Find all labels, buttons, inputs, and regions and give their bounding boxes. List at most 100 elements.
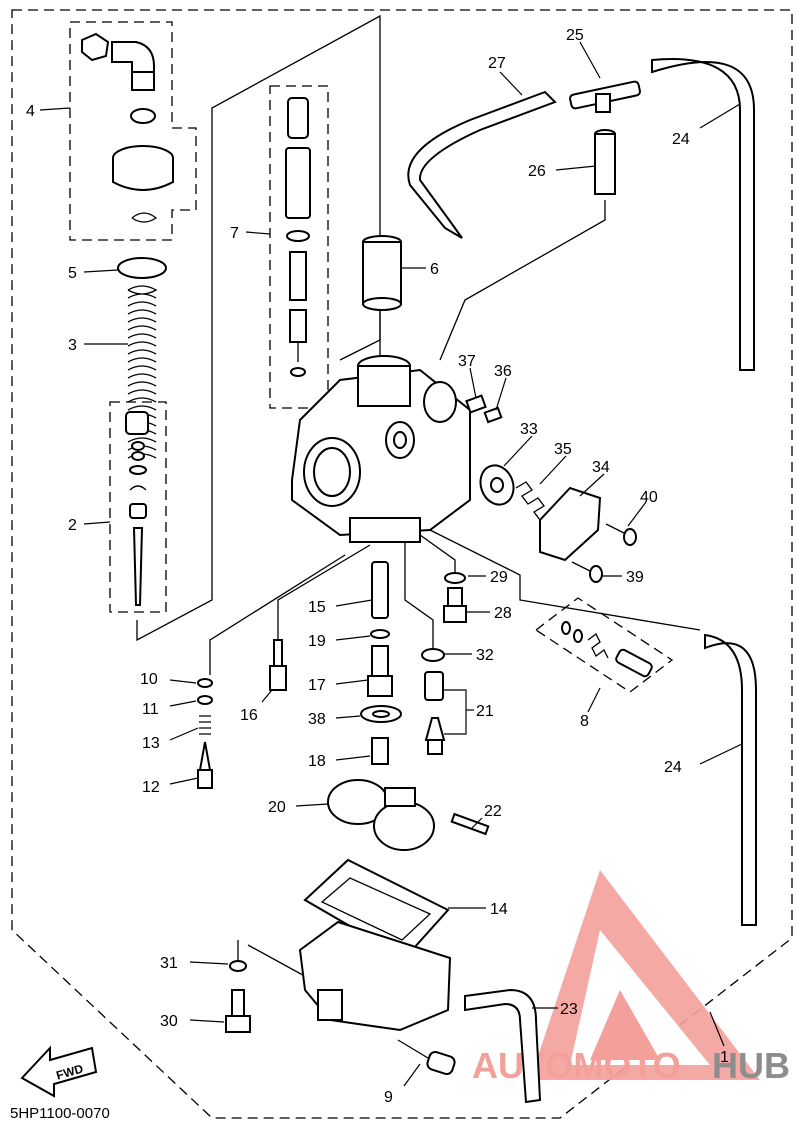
group-7-box xyxy=(269,85,329,409)
label-13: 13 xyxy=(142,735,160,752)
part-37-screw[interactable] xyxy=(465,394,487,414)
label-22: 22 xyxy=(484,803,502,820)
part-18-main-jet[interactable] xyxy=(371,737,389,765)
guide-line-32 xyxy=(404,540,434,648)
fwd-arrow: FWD xyxy=(20,1045,98,1098)
label-16: 16 xyxy=(240,707,258,724)
guide-line-15 xyxy=(277,544,371,640)
label-12: 12 xyxy=(142,779,160,796)
part-27-hose[interactable] xyxy=(407,90,557,239)
part-4-starter-cap[interactable] xyxy=(81,32,174,223)
label-38: 38 xyxy=(308,711,326,728)
part-7-starter-plunger[interactable] xyxy=(285,97,311,377)
diagram-code: 5HP1100-0070 xyxy=(10,1105,110,1122)
label-29: 29 xyxy=(490,569,508,586)
part-29-washer[interactable] xyxy=(444,572,466,584)
label-8: 8 xyxy=(580,713,589,730)
guide-line-float xyxy=(409,519,701,631)
guide-line-hose26 xyxy=(439,200,606,361)
label-1: 1 xyxy=(720,1049,729,1066)
label-10: 10 xyxy=(140,671,158,688)
label-36: 36 xyxy=(494,363,512,380)
label-9: 9 xyxy=(384,1089,393,1106)
label-27: 27 xyxy=(488,55,506,72)
label-15: 15 xyxy=(308,599,326,616)
part-2-jet-needle[interactable] xyxy=(125,411,149,606)
frame-outline xyxy=(11,9,793,1119)
part-24-vent-hose-upper[interactable] xyxy=(651,58,755,371)
part-10-oring[interactable] xyxy=(197,678,213,688)
part-31-washer[interactable] xyxy=(229,960,247,972)
label-31: 31 xyxy=(160,955,178,972)
label-21: 21 xyxy=(476,703,494,720)
part-38-washer[interactable] xyxy=(360,705,402,723)
part-24-vent-hose-lower[interactable] xyxy=(704,633,757,926)
part-17-main-jet-holder[interactable] xyxy=(367,645,393,697)
label-4: 4 xyxy=(26,103,35,120)
part-39-screw[interactable] xyxy=(571,561,603,583)
label-40: 40 xyxy=(640,489,658,506)
label-28: 28 xyxy=(494,605,512,622)
label-6: 6 xyxy=(430,261,439,278)
part-15-needle-jet[interactable] xyxy=(371,561,389,619)
label-33: 33 xyxy=(520,421,538,438)
label-3: 3 xyxy=(68,337,77,354)
guide-line-29 xyxy=(419,534,456,575)
part-32-oring[interactable] xyxy=(421,648,445,662)
guide-line-jets xyxy=(209,554,346,675)
label-14: 14 xyxy=(490,901,508,918)
part-8-air-screw-set[interactable] xyxy=(561,621,653,678)
part-5-gasket[interactable] xyxy=(117,257,167,279)
label-5: 5 xyxy=(68,265,77,282)
part-40-screw[interactable] xyxy=(605,523,637,546)
label-24a: 24 xyxy=(672,131,690,148)
part-12-pilot-screw[interactable] xyxy=(197,741,213,789)
label-17: 17 xyxy=(308,677,326,694)
part-13-spring[interactable] xyxy=(199,715,211,735)
label-37: 37 xyxy=(458,353,476,370)
label-32: 32 xyxy=(476,647,494,664)
carburetor-body[interactable] xyxy=(291,355,471,543)
part-6-slide[interactable] xyxy=(362,235,402,311)
guide-line-slide xyxy=(339,300,381,361)
part-23-drain-hose[interactable] xyxy=(464,988,542,1104)
part-16-pilot-jet[interactable] xyxy=(269,639,287,691)
part-1-float-bowl[interactable] xyxy=(298,920,452,1032)
group-8-box xyxy=(534,597,674,693)
part-26-hose[interactable] xyxy=(594,129,616,195)
label-24b: 24 xyxy=(664,759,682,776)
label-34: 34 xyxy=(592,459,610,476)
watermark-text-left: AUTOMOTO xyxy=(472,1045,681,1086)
part-19-oring[interactable] xyxy=(370,629,390,639)
label-7: 7 xyxy=(230,225,239,242)
part-30-bolt[interactable] xyxy=(225,989,251,1033)
guide-line-top xyxy=(136,14,381,642)
label-39: 39 xyxy=(626,569,644,586)
label-30: 30 xyxy=(160,1013,178,1030)
part-36-screw[interactable] xyxy=(483,406,503,424)
part-33-diaphragm[interactable] xyxy=(475,461,519,510)
label-35: 35 xyxy=(554,441,572,458)
part-22-float-pin[interactable] xyxy=(450,812,490,836)
part-35-spring[interactable] xyxy=(515,481,551,521)
part-11-washer[interactable] xyxy=(197,695,213,705)
label-26: 26 xyxy=(528,163,546,180)
label-11: 11 xyxy=(142,701,159,718)
part-25-tee[interactable] xyxy=(569,80,641,113)
label-20: 20 xyxy=(268,799,286,816)
part-21-needle-valve[interactable] xyxy=(424,671,446,755)
group-2-box xyxy=(109,401,167,613)
label-23: 23 xyxy=(560,1001,578,1018)
label-18: 18 xyxy=(308,753,326,770)
part-20-float[interactable] xyxy=(327,779,435,851)
label-19: 19 xyxy=(308,633,326,650)
part-9-drain-screw[interactable] xyxy=(397,1039,456,1076)
part-28-screw[interactable] xyxy=(443,587,467,623)
part-34-cover[interactable] xyxy=(539,486,602,562)
label-2: 2 xyxy=(68,517,77,534)
part-labels: 4 5 3 2 7 6 27 25 26 24 37 36 33 35 34 4… xyxy=(26,27,743,1106)
watermark-logo: AUTOMOTO HUB xyxy=(472,870,790,1086)
label-25: 25 xyxy=(566,27,584,44)
